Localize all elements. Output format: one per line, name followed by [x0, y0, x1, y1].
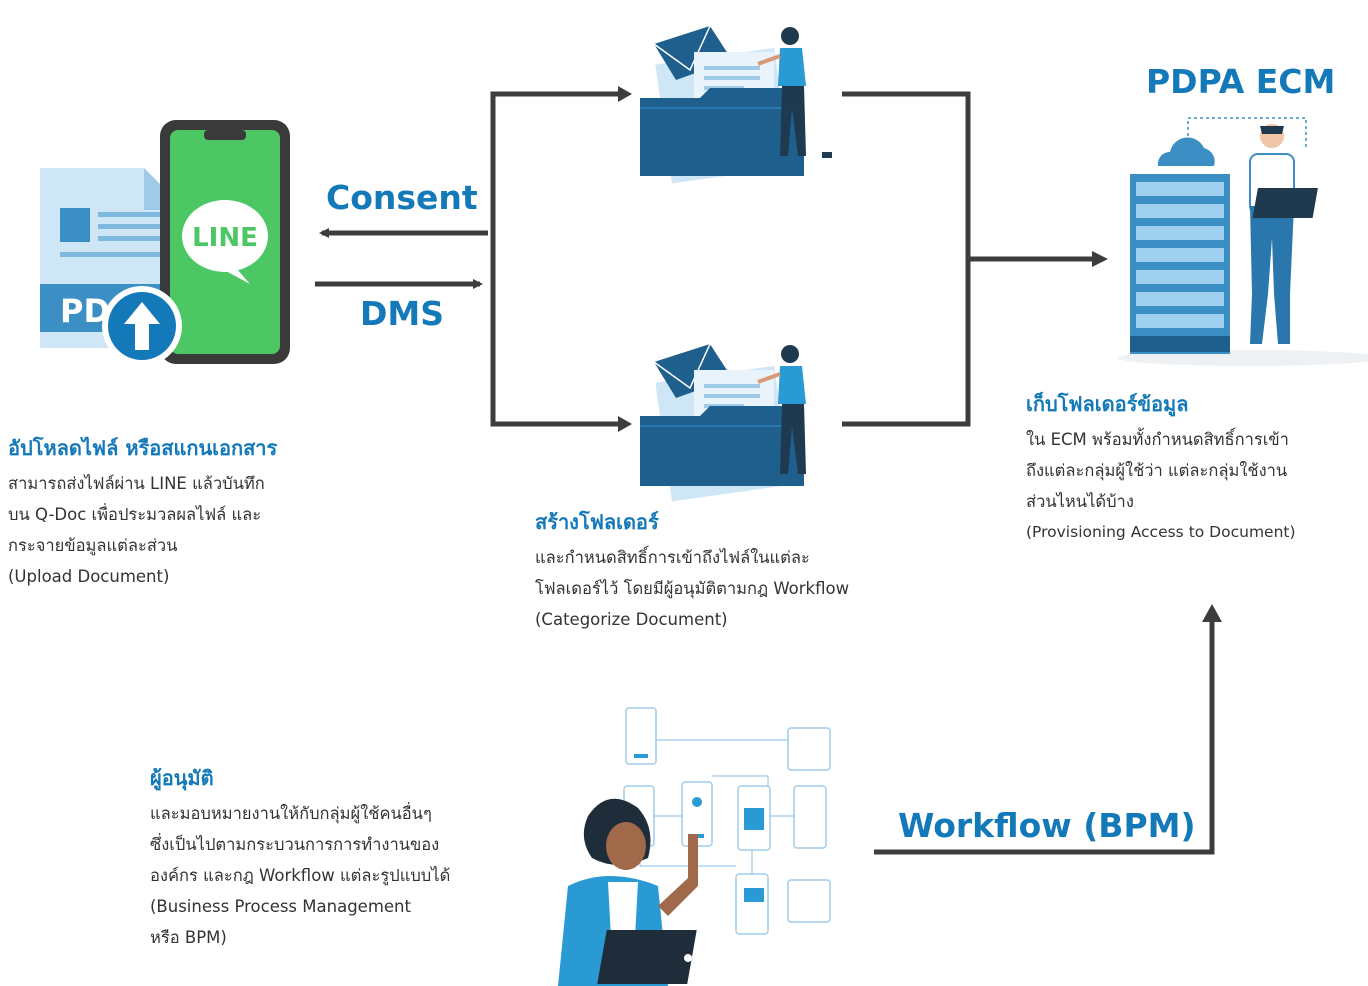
upload-illustration: PD LINE	[40, 120, 290, 366]
approver-line: (Business Process Management	[150, 897, 411, 916]
branch-left	[490, 91, 626, 427]
dms-label: DMS	[360, 294, 444, 333]
upload-line: สามารถส่งไฟล์ผ่าน LINE แล้วบันทึก	[8, 474, 265, 493]
server-illustration	[1118, 117, 1368, 366]
approver-section: ผู้อนุมัติ และมอบหมายงานให้กับกลุ่มผู้ใช…	[150, 766, 450, 953]
categorize-line: (Categorize Document)	[535, 610, 728, 629]
consent-label: Consent	[326, 178, 478, 217]
approver-illustration	[558, 707, 831, 986]
approver-line: หรือ BPM)	[150, 928, 227, 947]
upload-line: (Upload Document)	[8, 567, 170, 586]
line-logo-text: LINE	[192, 223, 258, 253]
store-line: (Provisioning Access to Document)	[1026, 523, 1296, 541]
upload-title: อัปโหลดไฟล์ หรือสแกนเอกสาร	[8, 436, 278, 460]
store-line: ส่วนไหนได้บ้าง	[1026, 492, 1134, 511]
categorize-section: สร้างโฟลเดอร์ และกำหนดสิทธิ์การเข้าถึงไฟ…	[535, 510, 849, 635]
store-line: ถึงแต่ละกลุ่มผู้ใช้ว่า แต่ละกลุ่มใช้งาน	[1026, 461, 1288, 480]
workflow-label: Workflow (BPM)	[898, 806, 1196, 845]
store-title: เก็บโฟลเดอร์ข้อมูล	[1026, 392, 1189, 416]
workflow-arrow	[874, 620, 1215, 855]
approver-title: ผู้อนุมัติ	[150, 766, 214, 790]
store-section: เก็บโฟลเดอร์ข้อมูล ใน ECM พร้อมทั้งกำหนด…	[1026, 392, 1296, 548]
store-line: ใน ECM พร้อมทั้งกำหนดสิทธิ์การเข้า	[1026, 430, 1289, 449]
approver-line: องค์กร และกฎ Workflow แต่ละรูปแบบได้	[150, 866, 451, 885]
upload-section: อัปโหลดไฟล์ หรือสแกนเอกสาร สามารถส่งไฟล์…	[8, 436, 277, 592]
branch-right	[842, 91, 971, 427]
pdpa-ecm-label: PDPA ECM	[1146, 62, 1336, 101]
upload-line: กระจายข้อมูลแต่ละส่วน	[8, 536, 178, 555]
approver-line: และมอบหมายงานให้กับกลุ่มผู้ใช้คนอื่นๆ	[150, 804, 432, 823]
folder-illustration-bottom	[640, 343, 806, 502]
approver-line: ซึ่งเป็นไปตามกระบวนการการทำงานของ	[150, 835, 440, 854]
upload-line: บน Q-Doc เพื่อประมวลผลไฟล์ และ	[8, 505, 262, 524]
folder-illustration-top	[640, 25, 832, 184]
categorize-line: และกำหนดสิทธิ์การเข้าถึงไฟล์ในแต่ละ	[535, 548, 810, 567]
categorize-title: สร้างโฟลเดอร์	[535, 510, 659, 534]
categorize-line: โฟลเดอร์ไว้ โดยมีผู้อนุมัติตามกฎ Workflo…	[535, 579, 850, 598]
pdf-text: PD	[60, 292, 110, 330]
